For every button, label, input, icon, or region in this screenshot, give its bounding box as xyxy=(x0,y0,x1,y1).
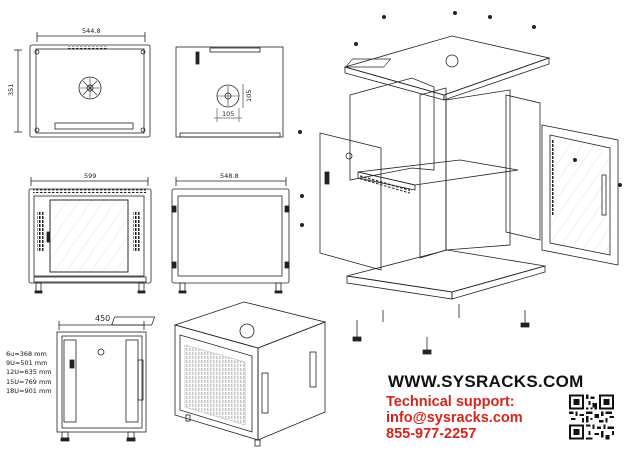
top-view-fan xyxy=(175,46,284,138)
height-item: 6u=368 mm xyxy=(6,350,47,358)
dim-fan-w: 105 xyxy=(222,110,234,118)
support-email[interactable]: info@sysracks.com xyxy=(386,410,523,426)
support-phone[interactable]: 855-977-2257 xyxy=(386,426,477,442)
height-item: 18U=901 mm xyxy=(6,386,52,395)
dim-side-depth: 548.8 xyxy=(220,172,239,180)
height-item: 15U=769 mm xyxy=(6,377,52,386)
support-block: Technical support: info@sysracks.com 855… xyxy=(386,394,523,442)
rear-view xyxy=(56,321,147,442)
side-view xyxy=(171,177,290,294)
height-list: 6u=368 mm 9U=501 mm 12U=635 mm 15U=769 m… xyxy=(6,350,52,396)
exploded-view xyxy=(297,10,623,355)
dim-top-width: 544.8 xyxy=(82,27,101,35)
isometric-view xyxy=(111,301,327,447)
front-view xyxy=(28,177,152,294)
website-url[interactable]: WWW.SYSRACKS.COM xyxy=(388,372,584,391)
dim-fan-h: 105 xyxy=(245,90,253,102)
height-item: 9U=501 mm xyxy=(6,359,48,368)
support-label: Technical support: xyxy=(386,394,515,410)
qr-code-icon[interactable] xyxy=(569,394,614,440)
height-item: 12U=635 mm xyxy=(6,368,52,377)
dim-front-width: 599 xyxy=(84,172,96,180)
dim-rear-width: 450 xyxy=(95,314,110,323)
dim-top-height: 351 xyxy=(7,84,15,96)
top-view xyxy=(14,32,151,138)
